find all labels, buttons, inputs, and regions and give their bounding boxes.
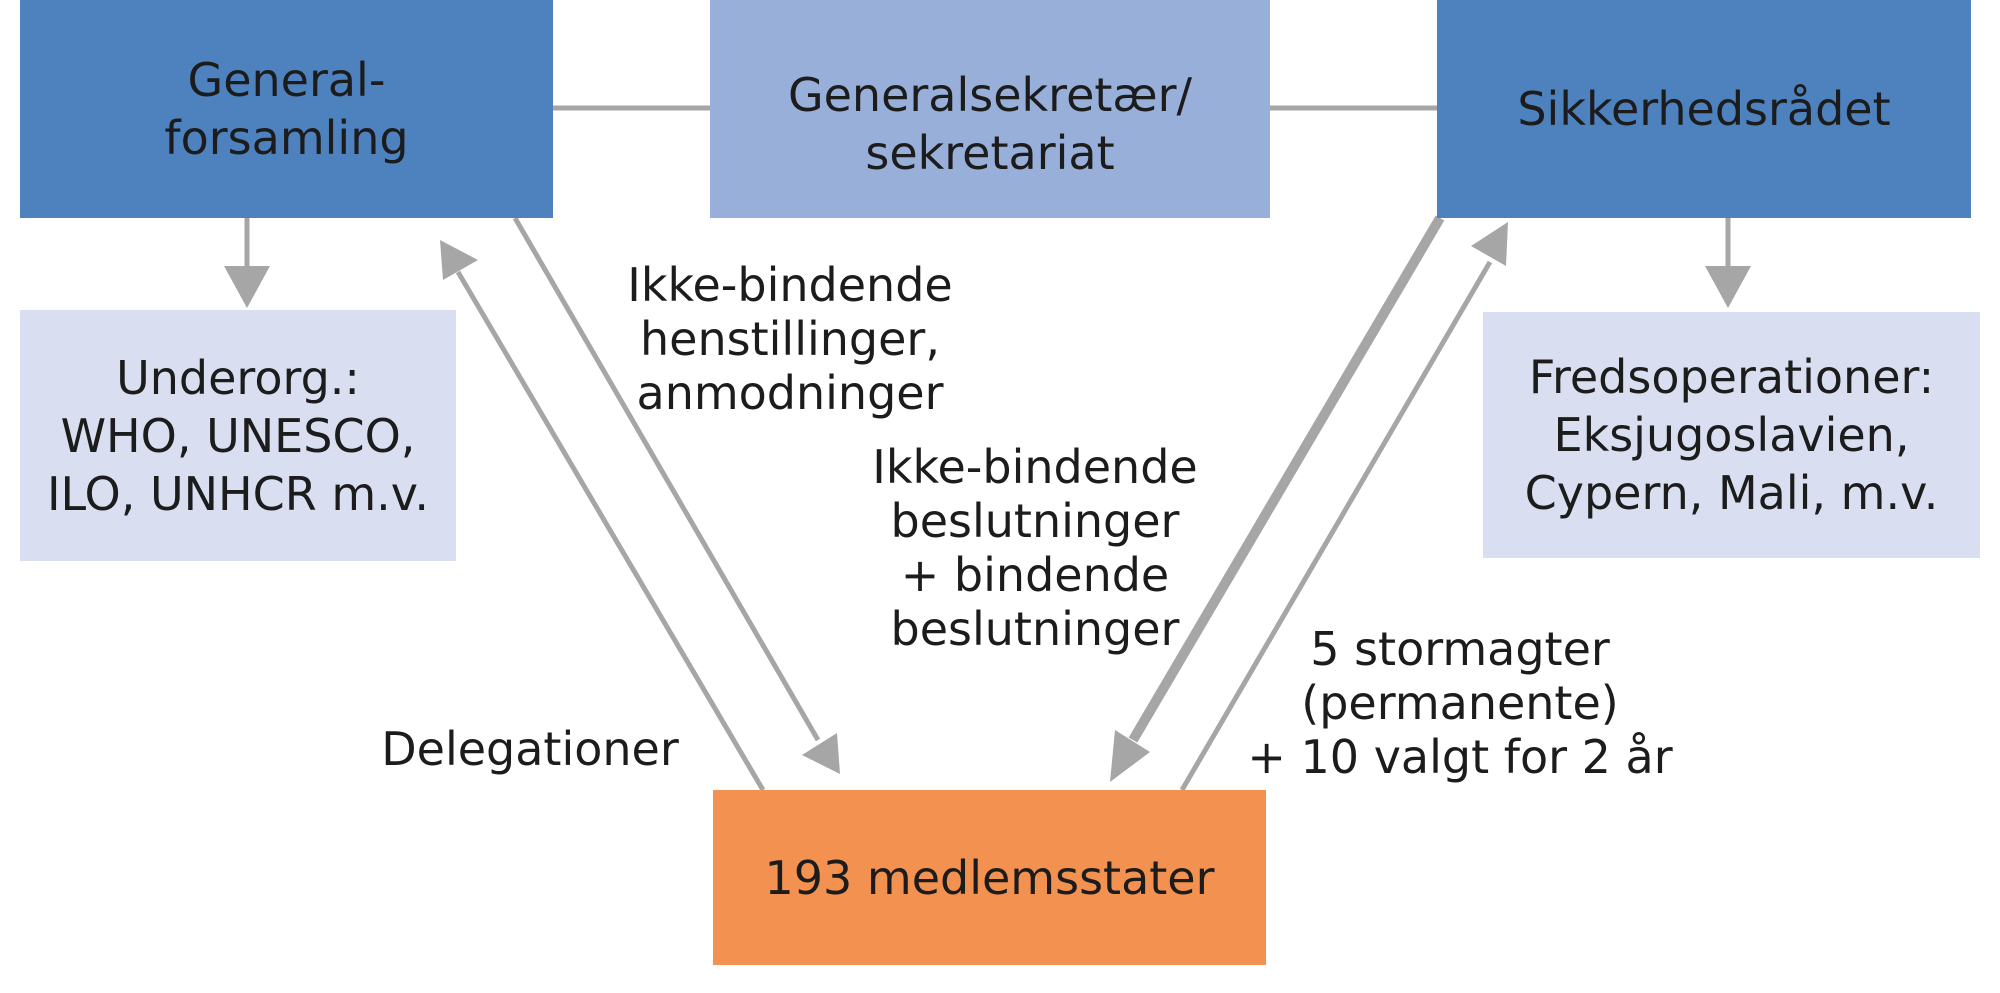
security-council-label: Sikkerhedsrådet [1517, 82, 1891, 136]
arrow-ga-recommendations [512, 216, 821, 742]
arrowhead-sc-composition [1471, 222, 1508, 266]
arrowhead-sc-decisions [1110, 730, 1150, 782]
secretariat-label: Generalsekretær/ sekretariat [787, 68, 1192, 180]
ga-recommendations-label: Ikke-bindende henstillinger, anmodninger [627, 258, 953, 420]
delegations-label: Delegationer [381, 722, 679, 776]
member-states-label: 193 medlemsstater [764, 850, 1215, 905]
sub-organizations-label: Underorg.: WHO, UNESCO, ILO, UNHCR m.v. [46, 350, 430, 521]
general-assembly-label: General- forsamling [164, 53, 409, 165]
sc-composition-label: 5 stormagter (permanente) + 10 valgt for… [1247, 622, 1673, 784]
sc-decisions-label: Ikke-bindende beslutninger + bindende be… [872, 440, 1198, 656]
arrowhead-ga-recommendations [802, 733, 840, 774]
peace-operations-box: Fredsoperationer: Eksjugoslavien, Cypern… [1483, 312, 1980, 558]
arrow-delegations [455, 270, 766, 792]
general-assembly-box: General- forsamling [20, 0, 553, 218]
arrowhead-sc-to-peace [1705, 266, 1751, 308]
sub-organizations-box: Underorg.: WHO, UNESCO, ILO, UNHCR m.v. [20, 310, 456, 561]
arrow-sc-decisions [1128, 215, 1445, 743]
security-council-box: Sikkerhedsrådet [1437, 0, 1971, 218]
arrow-sc-composition [1179, 260, 1493, 792]
secretariat-box: Generalsekretær/ sekretariat [710, 0, 1270, 218]
arrowhead-ga-to-suborg [224, 266, 270, 308]
peace-operations-label: Fredsoperationer: Eksjugoslavien, Cypern… [1524, 350, 1939, 520]
arrowhead-delegations [440, 240, 478, 280]
member-states-box: 193 medlemsstater [713, 790, 1266, 965]
